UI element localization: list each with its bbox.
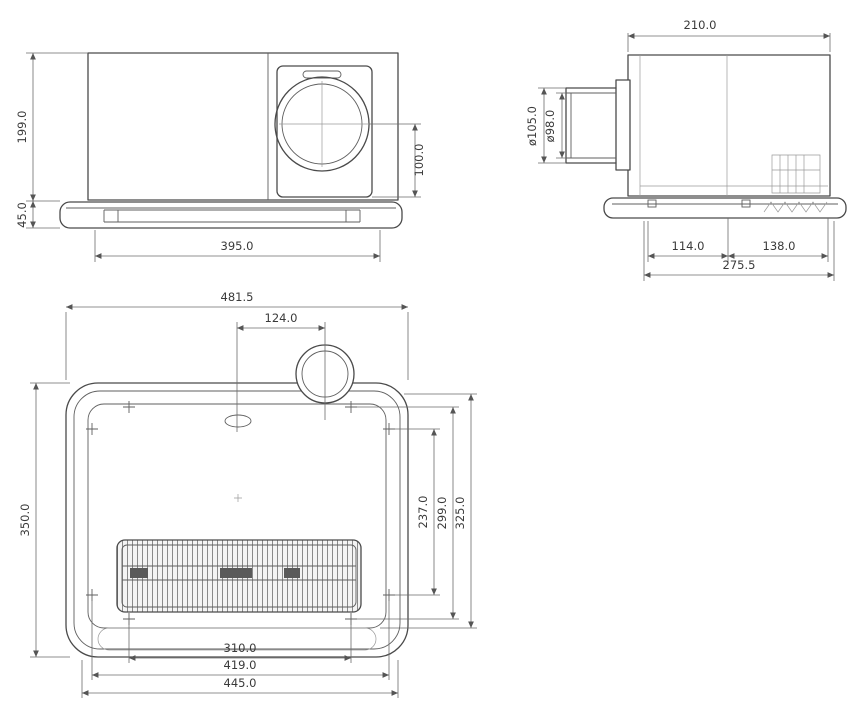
dimension-front-duct-drop: 100.0 — [369, 123, 426, 198]
plan-oval-knockout — [224, 414, 252, 428]
dim-label-plan-mount-width: 419.0 — [224, 658, 257, 672]
dim-label-front-flange: 45.0 — [15, 202, 29, 228]
front-housing-slot — [302, 70, 342, 79]
side-view: 210.0 ø105.0 ø98.0 114.0 138.0 — [525, 18, 847, 281]
dimension-plan-mount-width: 419.0 — [91, 600, 390, 680]
dimension-plan-cutout-depth: 325.0 — [380, 393, 477, 629]
dimension-side-overall-depth: 275.5 — [643, 221, 835, 281]
dim-label-side-front-section: 114.0 — [672, 239, 705, 253]
dim-ext-plan-cutout-depth — [380, 393, 477, 629]
dimension-duct-inner-diameter: ø98.0 — [543, 92, 566, 159]
side-body-outline — [627, 54, 831, 197]
dim-label-front-height: 199.0 — [15, 111, 29, 144]
dimension-plan-mount-depth: 237.0 — [395, 428, 440, 596]
dim-label-front-duct-drop: 100.0 — [412, 144, 426, 177]
dim-ext-plan-overall-width — [65, 312, 409, 380]
dim-label-plan-mount-depth: 237.0 — [416, 496, 430, 529]
front-flange-plate — [59, 201, 403, 229]
dimension-duct-outer-diameter: ø105.0 — [525, 87, 566, 164]
front-view: 199.0 45.0 395.0 100.0 — [15, 52, 426, 262]
side-flange-plate — [603, 197, 847, 219]
dim-label-plan-cutout-depth: 325.0 — [453, 497, 467, 530]
dimension-front-width: 395.0 — [94, 230, 381, 262]
dim-label-duct-od: ø105.0 — [525, 106, 539, 146]
dim-ext-side-overall — [643, 221, 835, 281]
dimension-side-rear-section: 138.0 — [728, 218, 829, 262]
dimension-plan-overall-depth: 350.0 — [18, 382, 70, 658]
dimension-plan-body-depth: 299.0 — [357, 406, 459, 620]
side-duct-tube-inner — [566, 92, 616, 159]
dim-label-side-rear-section: 138.0 — [763, 239, 796, 253]
dimension-plan-body-width: 445.0 — [81, 660, 399, 698]
plan-mount-cross-marks-inner — [123, 401, 357, 625]
plan-center-mark — [234, 494, 242, 502]
dim-label-plan-body-width: 445.0 — [224, 676, 257, 690]
dim-label-front-width: 395.0 — [221, 239, 254, 253]
side-motor-detail — [771, 154, 821, 194]
plan-view: 481.5 124.0 350.0 237.0 299.0 — [18, 290, 477, 698]
dimension-side-depth: 210.0 — [627, 18, 831, 52]
front-duct-housing — [276, 65, 373, 198]
dim-label-side-depth: 210.0 — [684, 18, 717, 32]
dimension-plan-overall-width: 481.5 — [65, 290, 409, 380]
dim-label-side-overall: 275.5 — [723, 258, 756, 272]
dimension-side-front-section: 114.0 — [647, 218, 729, 262]
front-duct-crosshair — [279, 81, 370, 167]
dimension-front-flange-height: 45.0 — [15, 201, 60, 229]
side-flange-tab-right — [741, 199, 751, 208]
dim-label-duct-id: ø98.0 — [543, 110, 557, 143]
dim-label-plan-overall-depth: 350.0 — [18, 504, 32, 537]
plan-grille-horizontal-bars — [122, 565, 356, 581]
dim-label-plan-overall-width: 481.5 — [221, 290, 254, 304]
plan-bottom-lip-detail — [97, 627, 377, 651]
dim-ext-plan-duct-offset — [236, 322, 326, 432]
dim-label-plan-duct-offset: 124.0 — [265, 311, 298, 325]
dimension-plan-duct-offset: 124.0 — [236, 311, 326, 432]
front-flange-detail — [66, 207, 396, 223]
side-flange-tab-left — [647, 199, 657, 208]
dim-ext-front-height — [26, 52, 88, 202]
side-body-internal-lines — [639, 55, 828, 196]
side-spring-clip-detail — [763, 201, 828, 213]
side-duct-tube-outer — [565, 87, 617, 164]
dim-ext-plan-body-depth — [357, 406, 459, 620]
dimension-plan-grille-width: 310.0 — [128, 625, 352, 663]
side-duct-collar — [615, 79, 631, 171]
plan-grille-latches — [130, 568, 300, 578]
dim-ext-duct-id — [556, 92, 566, 159]
dimension-front-height: 199.0 — [15, 52, 88, 202]
plan-grille-inner-frame — [121, 544, 357, 608]
dim-label-plan-grille-width: 310.0 — [224, 641, 257, 655]
dim-label-plan-body-depth: 299.0 — [435, 497, 449, 530]
dim-ext-plan-mount-width — [91, 600, 390, 680]
plan-mount-cross-marks-outer — [86, 423, 395, 601]
